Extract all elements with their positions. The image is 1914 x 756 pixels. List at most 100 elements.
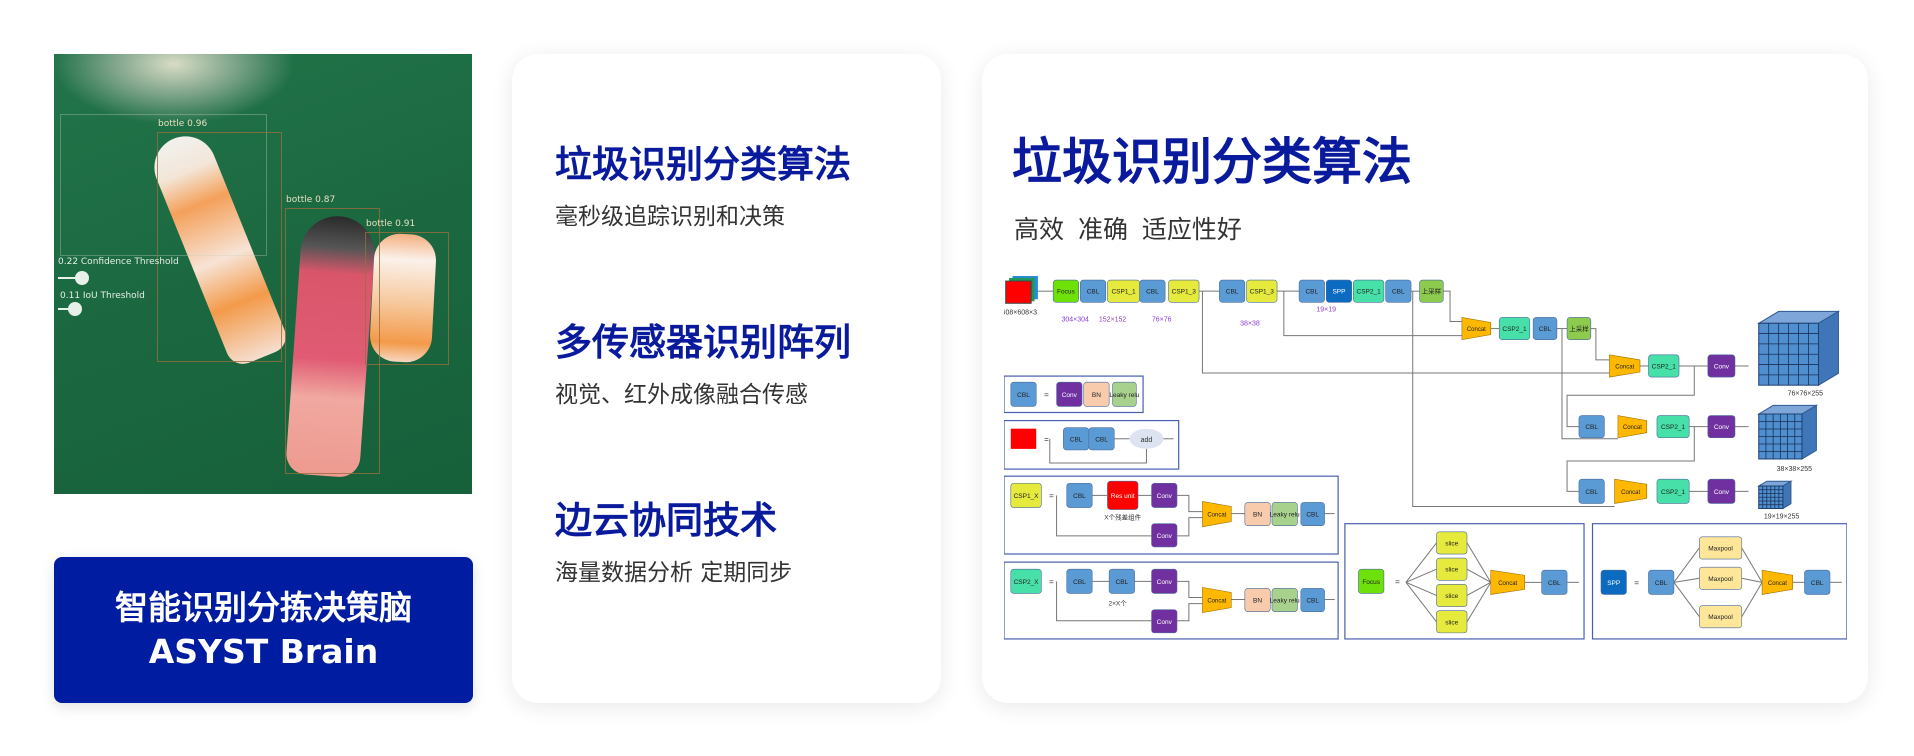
node-cbl (1532, 317, 1558, 340)
diagram-label: = (1049, 577, 1054, 586)
iou-slider-handle[interactable] (68, 302, 82, 316)
input-image (1005, 280, 1032, 304)
diagram-label: 608×608×3 (1004, 309, 1037, 316)
connector-line (1673, 547, 1700, 583)
diagram-label: 19×19 (1316, 306, 1336, 313)
node-label: SPP (1332, 289, 1345, 296)
asyst-brain-button[interactable]: 智能识别分拣决策脑 ASYST Brain (54, 557, 473, 703)
diagram-label: 38×38 (1240, 321, 1260, 328)
connector-line (1201, 291, 1610, 374)
confidence-threshold-label: 0.22 Confidence Threshold (58, 257, 179, 267)
feature-desc: 海量数据分析 定期同步 (555, 560, 793, 586)
node-label: CBL (1073, 493, 1086, 500)
feature-title: 多传感器识别阵列 (555, 321, 851, 364)
node-label: CBL (1095, 436, 1108, 443)
node-label: Maxpool (1708, 576, 1733, 583)
diagram-label: = (1044, 390, 1049, 399)
node-label: CSP1_3 (1172, 289, 1197, 296)
node-label: Concat (1623, 425, 1642, 431)
detection-box (60, 114, 267, 256)
iou-slider-track[interactable] (58, 308, 72, 310)
output-size-label: 19×19×255 (1764, 514, 1800, 521)
node-label: BN (1092, 392, 1101, 399)
output-size-label: 76×76×255 (1788, 390, 1824, 397)
node-cbl (1139, 279, 1166, 303)
node-spp (1325, 279, 1352, 303)
confidence-slider-track[interactable] (58, 277, 80, 279)
connector-line (1673, 582, 1700, 618)
connector-line (1443, 290, 1462, 322)
connector-line (1176, 494, 1203, 513)
connector-line (1561, 328, 1618, 440)
node-label: CSP1_1 (1111, 289, 1136, 296)
node-label: CSP1_X (1014, 493, 1040, 500)
node-cbl (1088, 427, 1115, 451)
diagram-label: X个残差组件 (1104, 513, 1141, 522)
node-label: CBL (1305, 289, 1318, 296)
node-label: Conv (1714, 489, 1730, 496)
node-cbl (1010, 381, 1037, 407)
node-label: CBL (1116, 579, 1129, 586)
node-label: Conv (1157, 579, 1173, 586)
output-cube-side (1801, 404, 1817, 460)
node-upsample (1566, 317, 1592, 340)
node-label: Conv (1714, 364, 1730, 371)
node-label: CBL (1548, 580, 1561, 587)
node-label: Maxpool (1708, 614, 1733, 621)
node-bn (1083, 381, 1110, 407)
res-unit-swatch (1010, 428, 1037, 449)
node-label: Concat (1621, 490, 1640, 496)
node-label: Conv (1157, 493, 1173, 500)
node-cbl (1298, 279, 1325, 303)
diagram-label: add (1141, 437, 1153, 444)
node-csp2_1 (1656, 415, 1690, 439)
node-label: Conv (1157, 533, 1173, 540)
node-label: BN (1253, 512, 1262, 519)
diagram-label: = (1395, 577, 1400, 586)
node-label: Leaky relu (1270, 598, 1300, 605)
node-label: 上采样 (1422, 287, 1442, 296)
confidence-slider-handle[interactable] (75, 271, 89, 285)
feature-desc: 毫秒级追踪识别和决策 (555, 204, 785, 230)
node-focus (1052, 279, 1079, 303)
node-cbl (1648, 569, 1675, 595)
node-label: CBL (1585, 489, 1598, 496)
node-concat (1761, 569, 1793, 595)
connector-line (1741, 547, 1763, 583)
connector-line (1405, 582, 1437, 623)
node-label: Res unit (1111, 493, 1135, 500)
node-label: Leaky relu (1270, 512, 1300, 519)
node-cbl (1385, 279, 1412, 303)
node-bn (1244, 502, 1271, 527)
connector-line (1741, 582, 1763, 617)
detection-photo: bottle 0.96 bottle 0.87 bottle 0.91 0.22… (54, 54, 472, 494)
connector-line (1405, 542, 1437, 583)
detection-label: bottle 0.96 (158, 119, 208, 129)
node-csp1_x (1010, 482, 1042, 508)
node-conv (1151, 523, 1178, 548)
node-label: Conv (1062, 392, 1078, 399)
node-label: Concat (1207, 599, 1226, 605)
connector-line (1466, 581, 1491, 596)
node-label: slice (1445, 619, 1458, 626)
diagram-label: 2×X个 (1109, 600, 1128, 608)
diagram-label: 76×76 (1152, 316, 1172, 323)
node-csp2_1 (1353, 279, 1385, 303)
node-label: Concat (1498, 581, 1517, 587)
node-label: CBL (1306, 512, 1319, 519)
node-concat (1461, 317, 1492, 341)
node-cbl (1080, 279, 1107, 303)
node-label: Focus (1057, 289, 1075, 296)
node-label: CSP2_1 (1502, 326, 1527, 333)
node-concat (1614, 478, 1648, 504)
diagram-label: = (1044, 435, 1049, 444)
detection-box (157, 132, 282, 362)
iou-threshold-label: 0.11 IoU Threshold (60, 291, 145, 301)
node-label: Concat (1207, 513, 1226, 519)
node-label: CBL (1070, 436, 1083, 443)
node-upsample (1419, 279, 1444, 303)
connector-line (1176, 580, 1203, 598)
connector-line (1673, 577, 1700, 583)
node-conv (1707, 354, 1736, 378)
feature-item: 垃圾识别分类算法 毫秒级追踪识别和决策 (555, 142, 851, 232)
